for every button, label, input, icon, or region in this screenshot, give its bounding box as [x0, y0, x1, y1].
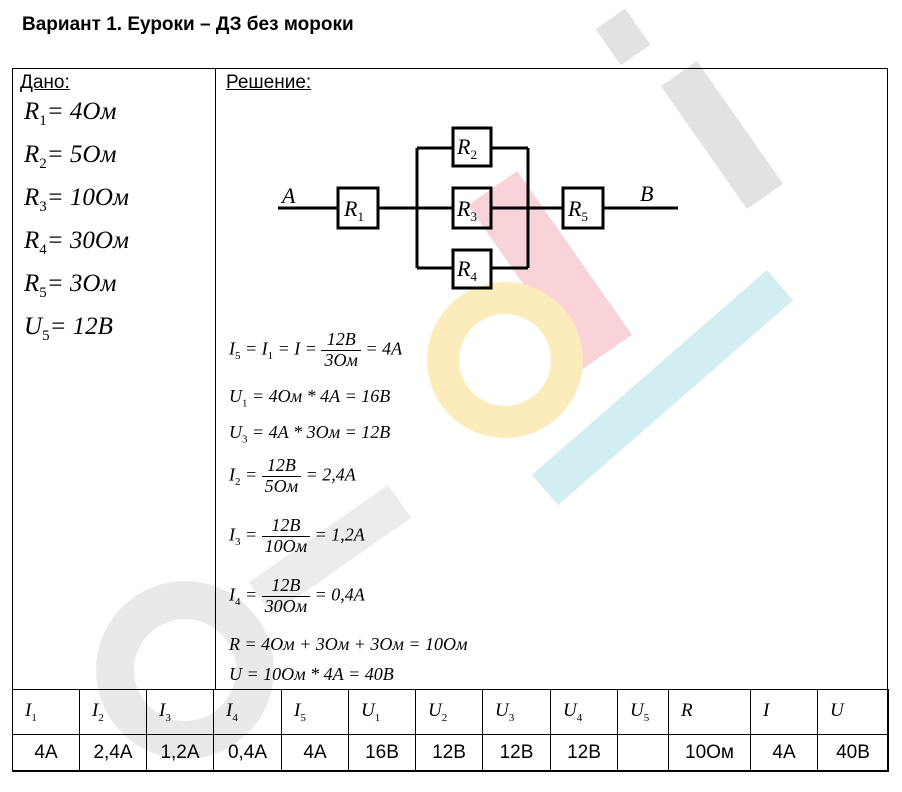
- value-cell-i3: 1,2А: [146, 734, 214, 772]
- equation-u1: U1 = 4Ом * 4А = 16В: [229, 386, 391, 410]
- given-r3: R3= 10Ом: [24, 184, 129, 215]
- given-u5: U5= 12В: [24, 313, 113, 344]
- header-cell-u1: U1: [348, 689, 416, 735]
- header-cell-u5: U5: [617, 689, 669, 735]
- watermark-dot-gray: [595, 8, 651, 66]
- value-cell-i2: 2,4А: [79, 734, 147, 772]
- header-cell-i3: I3: [146, 689, 214, 735]
- value-cell-r: 10Ом: [668, 734, 751, 772]
- header-cell-u3: U3: [482, 689, 551, 735]
- solution-header: Решение:: [226, 72, 312, 93]
- header-cell-u2: U2: [415, 689, 483, 735]
- equation-u-total: U = 10Ом * 4А = 40В: [229, 664, 394, 684]
- given-header: Дано:: [20, 72, 70, 93]
- header-cell-i1: I1: [12, 689, 80, 735]
- page-title: Вариант 1. Еуроки – ДЗ без мороки: [22, 14, 354, 35]
- terminal-b-label: B: [640, 181, 653, 206]
- header-cell-i2: I2: [79, 689, 147, 735]
- value-cell-i: 4А: [750, 734, 818, 772]
- resistor-r2-label: R2: [456, 134, 477, 162]
- value-cell-u1: 16В: [348, 734, 416, 772]
- watermark-r-red: [468, 170, 632, 370]
- resistor-r2-box: [451, 126, 493, 168]
- circuit-diagram: A B R1 R2 R3 R4 R5: [278, 126, 678, 290]
- value-cell-u4: 12В: [550, 734, 618, 772]
- given-r5: R5= 3Ом: [24, 270, 117, 301]
- resistor-r1-box: [336, 186, 380, 230]
- equation-u3: U3 = 4А * 3Ом = 12В: [229, 422, 391, 446]
- watermark-i-gray: [660, 60, 784, 210]
- header-cell-u: U: [817, 689, 889, 735]
- header-cell-i5: I5: [281, 689, 349, 735]
- value-cell-u: 40В: [817, 734, 889, 772]
- value-cell-i4: 0,4А: [213, 734, 282, 772]
- resistor-r3-label: R3: [456, 196, 477, 224]
- given-r4: R4= 30Ом: [24, 227, 129, 258]
- given-r1: R1= 4Ом: [24, 98, 117, 129]
- value-cell-u5: [617, 734, 669, 772]
- value-cell-u2: 12В: [415, 734, 483, 772]
- given-r2: R2= 5Ом: [24, 141, 117, 172]
- value-cell-i5: 4А: [281, 734, 349, 772]
- value-cell-u3: 12В: [482, 734, 551, 772]
- resistor-r3-box: [451, 186, 493, 230]
- answer-table: I1 I2 I3 I4 I5 U1 U2 U3 U4 U5 R I U 4А 2…: [12, 689, 889, 772]
- answer-header-row: I1 I2 I3 I4 I5 U1 U2 U3 U4 U5 R I U: [12, 689, 889, 735]
- watermark-u: [248, 484, 412, 616]
- resistor-r1-label: R1: [343, 196, 364, 224]
- column-divider: [215, 68, 216, 690]
- resistor-r5-box: [561, 186, 605, 230]
- header-cell-r: R: [668, 689, 751, 735]
- header-cell-i4: I4: [213, 689, 282, 735]
- watermark-o-yellow: [427, 282, 583, 438]
- answer-value-row: 4А 2,4А 1,2А 0,4А 4А 16В 12В 12В 12В 10О…: [12, 734, 889, 772]
- equation-r-total: R = 4Ом + 3Ом + 3Ом = 10Ом: [229, 634, 468, 654]
- resistor-r4-label: R4: [456, 256, 477, 284]
- resistor-r5-label: R5: [567, 196, 588, 224]
- header-cell-i: I: [750, 689, 818, 735]
- header-cell-u4: U4: [550, 689, 618, 735]
- resistor-r4-box: [451, 248, 493, 290]
- value-cell-i1: 4А: [12, 734, 80, 772]
- terminal-a-label: A: [280, 183, 296, 208]
- watermark-k-blue: [531, 269, 794, 506]
